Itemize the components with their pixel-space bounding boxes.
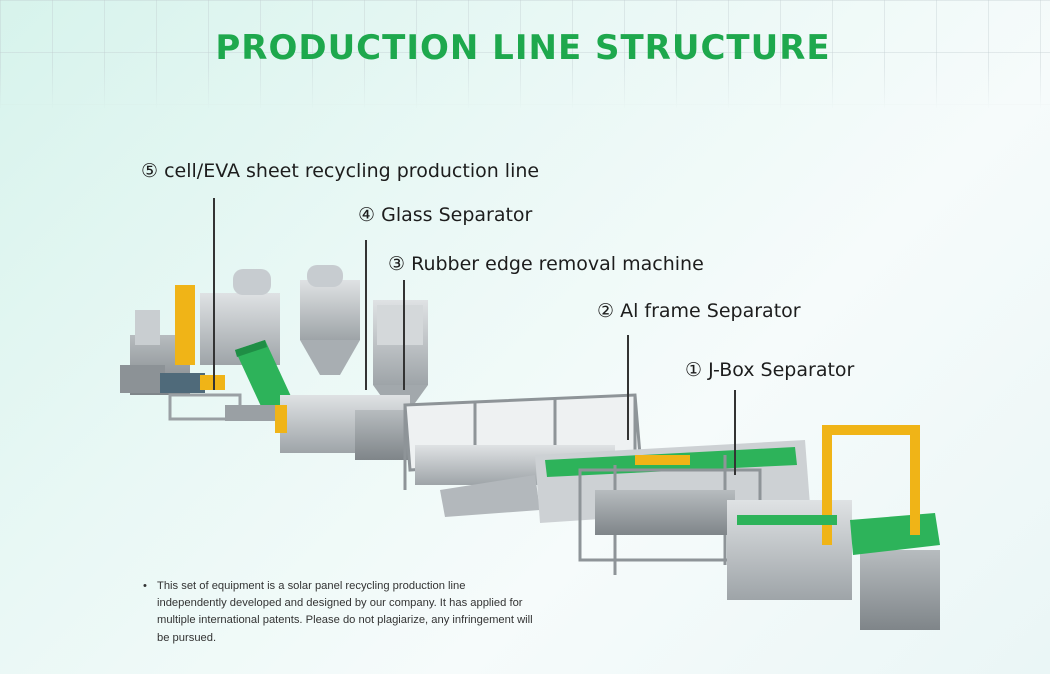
label-j-box-separator: ① J-Box Separator [685,359,854,381]
page-title: PRODUCTION LINE STRUCTURE [215,28,831,68]
label-text: J-Box Separator [708,359,855,381]
label-number: ③ [388,253,406,275]
label-text: Al frame Separator [620,300,801,322]
disclaimer-text: This set of equipment is a solar panel r… [157,580,533,644]
label-glass-separator: ④ Glass Separator [358,204,532,226]
leader-line-1 [734,390,736,475]
label-number: ④ [358,204,376,226]
leader-line-3 [403,280,405,390]
label-number: ② [597,300,615,322]
label-cell-eva-line: ⑤ cell/EVA sheet recycling production li… [141,160,539,182]
production-line-illustration [120,265,940,630]
bullet-icon: • [143,580,147,592]
grid-backdrop [0,0,1050,110]
label-number: ⑤ [141,160,159,182]
label-rubber-edge-removal: ③ Rubber edge removal machine [388,253,704,275]
leader-line-5 [213,198,215,390]
label-text: Rubber edge removal machine [411,253,704,275]
outfeed-conveyor [727,425,940,630]
label-number: ① [685,359,703,381]
leader-line-4 [365,240,367,390]
leader-line-2 [627,335,629,440]
label-text: Glass Separator [381,204,533,226]
label-text: cell/EVA sheet recycling production line [164,160,540,182]
label-al-frame-separator: ② Al frame Separator [597,300,801,322]
